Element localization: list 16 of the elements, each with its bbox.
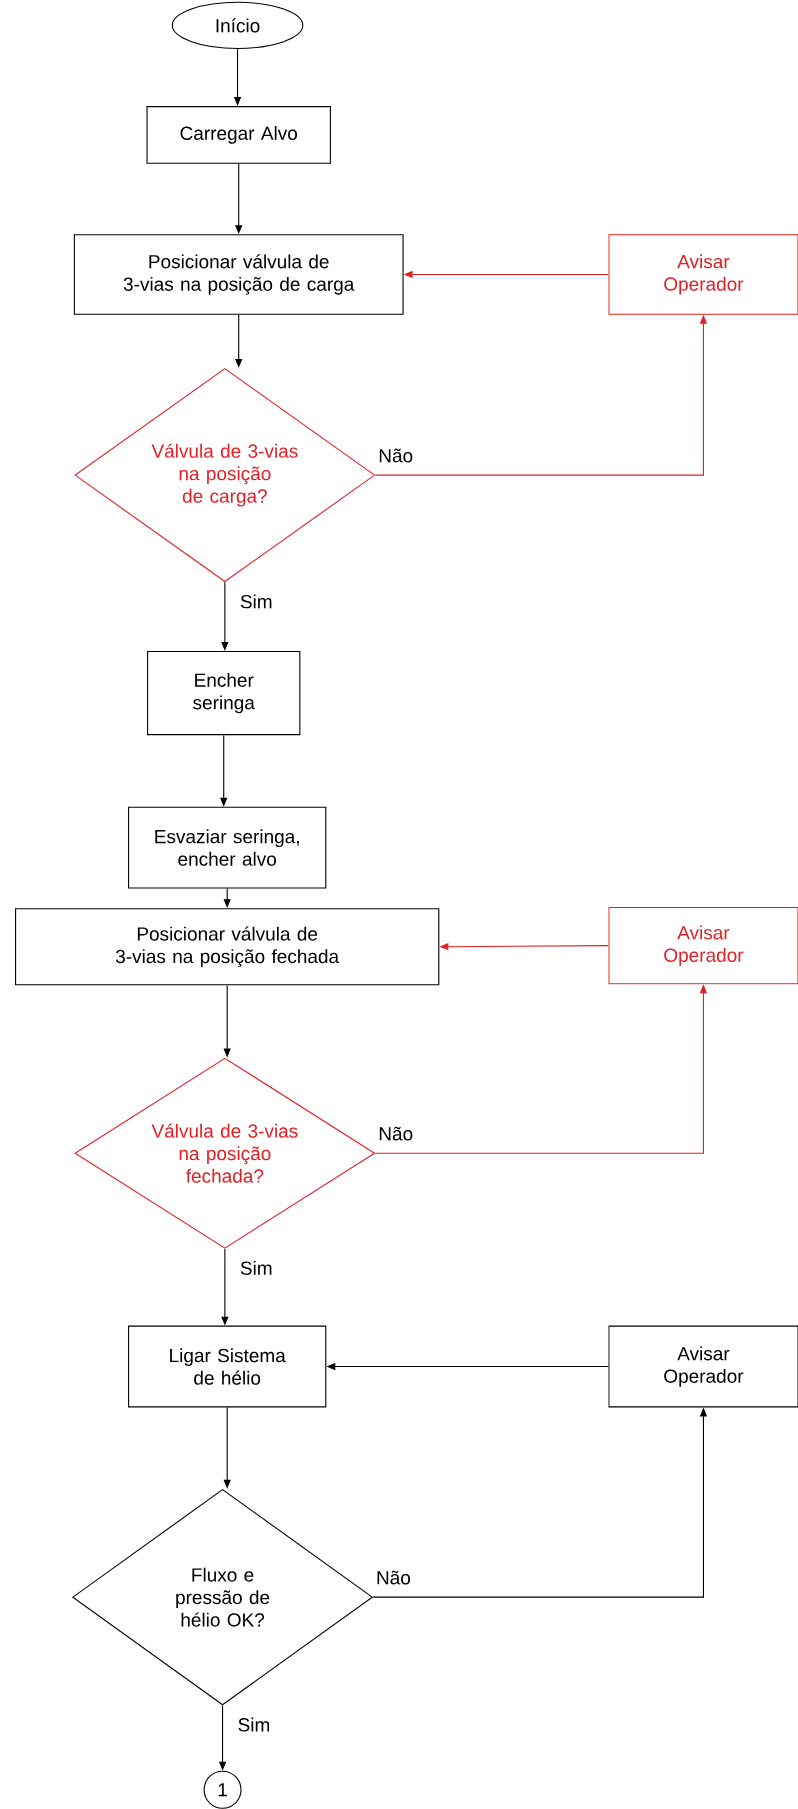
edge-label: Sim	[240, 594, 272, 609]
edge-label: Sim	[238, 1717, 270, 1732]
edge-label: Não	[379, 448, 413, 463]
process-box: Encher seringa	[147, 651, 301, 736]
process-box: Avisar Operador	[608, 1325, 798, 1408]
edge-label: Sim	[240, 1260, 272, 1275]
process-box: Esvaziar seringa, encher alvo	[128, 806, 327, 889]
process-box: Posicionar válvula de 3-vias na posição de carga	[73, 234, 404, 315]
edge-label: Não	[377, 1570, 411, 1585]
arrow	[221, 581, 229, 651]
process-box: Avisar Operador	[608, 234, 798, 315]
process-box: Posicionar válvula de 3-vias na posição fechada	[15, 908, 440, 986]
process-box: Ligar Sistema de hélio	[128, 1325, 327, 1408]
process-box: Carregar Alvo	[146, 106, 331, 164]
process-box: Avisar Operador	[608, 907, 798, 985]
edge-label: Não	[379, 1126, 413, 1141]
